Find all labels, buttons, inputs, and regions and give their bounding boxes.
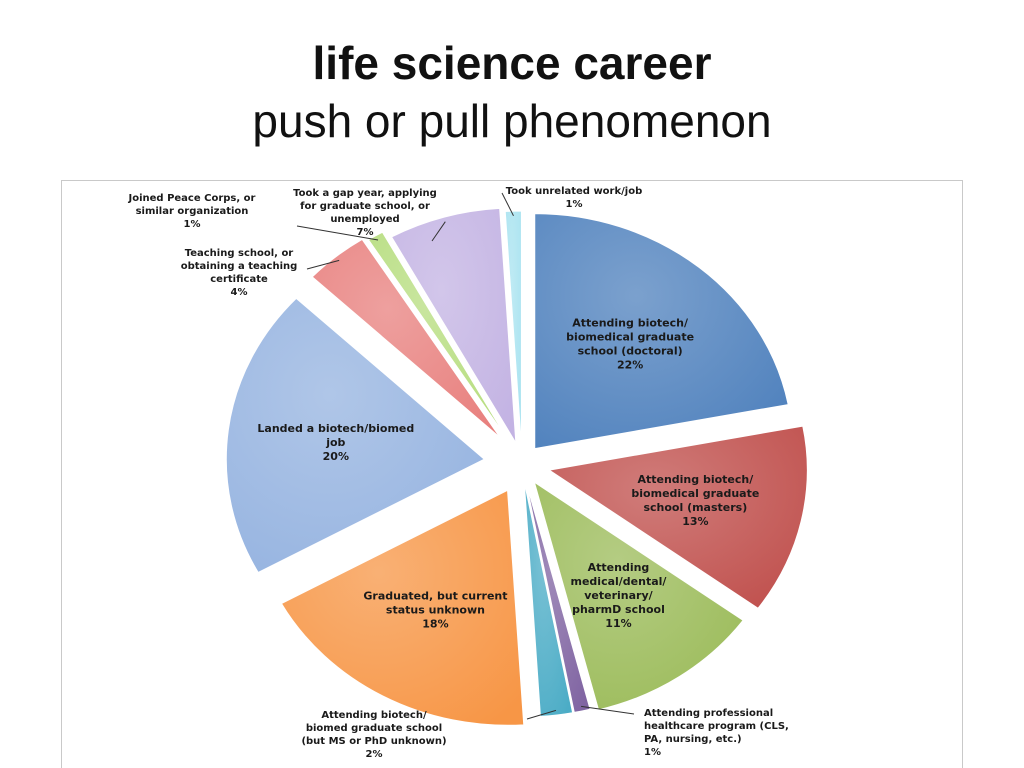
slice-label-line: Attending professional [644, 708, 773, 719]
slice-label-line: biomedical graduate [566, 331, 694, 344]
slice-label-line: Graduated, but current [363, 590, 507, 603]
slice-label-line: pharmD school [572, 603, 665, 616]
slice-percent-0: 22% [617, 359, 643, 372]
pie-slice-3 [525, 481, 591, 713]
slice-label-line: Attending biotech/ [321, 710, 427, 721]
slice-percent-3: 1% [644, 747, 661, 758]
slice-label-line: Took a gap year, applying [293, 188, 437, 199]
slide-title: life science career push or pull phenome… [0, 34, 1024, 150]
slice-percent-6: 20% [323, 450, 349, 463]
slice-label-line: biomed graduate school [306, 723, 442, 734]
pie-slice-2 [533, 481, 744, 711]
slice-label-line: Took unrelated work/job [506, 186, 643, 197]
slice-label-line: (but MS or PhD unknown) [301, 736, 446, 747]
slice-percent-2: 11% [605, 617, 631, 630]
slice-label-line: biomedical graduate [631, 487, 759, 500]
slice-label-line: Landed a biotech/biomed [257, 422, 414, 435]
slice-label-line: status unknown [386, 604, 485, 617]
slice-label-line: PA, nursing, etc.) [644, 734, 742, 745]
slice-percent-7: 4% [231, 287, 248, 298]
slice-label-line: school (masters) [643, 501, 747, 514]
slice-label-7: Teaching school, or obtaining a teaching c… [181, 248, 298, 298]
slice-label-line: Attending biotech/ [637, 473, 754, 486]
pie-slice-0 [534, 213, 789, 450]
slice-label-line: medical/dental/ [571, 575, 668, 588]
leader-line-10 [501, 192, 514, 217]
title-bold-line: life science career [312, 37, 712, 89]
slice-percent-8: 1% [184, 219, 201, 230]
slice-label-line: healthcare program (CLS, [644, 721, 789, 732]
pie-slice-5 [280, 489, 525, 726]
leader-line-9 [431, 221, 446, 242]
slice-label-3: Attending professional healthcare program… [644, 708, 789, 758]
leader-line-8 [296, 225, 379, 241]
slice-percent-5: 18% [422, 618, 448, 631]
slice-percent-9: 7% [357, 227, 374, 238]
slice-label-line: school (doctoral) [578, 345, 683, 358]
leader-line-4 [526, 709, 557, 720]
pie-slice-8 [367, 231, 508, 439]
pie-slice-6 [225, 297, 486, 574]
slice-label-10: Took unrelated work/job 1% [506, 186, 643, 210]
slice-label-line: unemployed [330, 214, 399, 225]
slice-label-line: Attending biotech/ [572, 317, 689, 330]
slice-label-line: certificate [210, 274, 268, 285]
slice-percent-10: 1% [566, 199, 583, 210]
slice-label-line: for graduate school, or [300, 201, 430, 212]
title-regular-line: push or pull phenomenon [252, 95, 772, 147]
leader-line-3 [581, 705, 635, 715]
slice-label-line: Attending [588, 561, 650, 574]
pie-slice-4 [523, 481, 574, 717]
slice-label-line: veterinary/ [584, 589, 653, 602]
slice-label-9: Took a gap year, applying for graduate sc… [293, 188, 437, 238]
slice-label-line: obtaining a teaching [181, 261, 298, 272]
pie-slice-1 [548, 425, 808, 609]
slice-label-8: Joined Peace Corps, or similar organizati… [128, 193, 256, 230]
pie-slice-7 [311, 238, 501, 439]
slice-percent-1: 13% [682, 515, 708, 528]
slice-label-line: Joined Peace Corps, or [128, 193, 256, 204]
slice-label-line: job [325, 436, 345, 449]
pie-slice-9 [390, 207, 517, 444]
slice-percent-4: 2% [366, 749, 383, 760]
slice-label-4: Attending biotech/biomed graduate school… [301, 710, 446, 760]
slice-label-line: Teaching school, or [185, 248, 294, 259]
leader-line-7 [306, 259, 340, 270]
pie-slice-10 [504, 210, 522, 447]
slice-label-line: similar organization [136, 206, 249, 217]
